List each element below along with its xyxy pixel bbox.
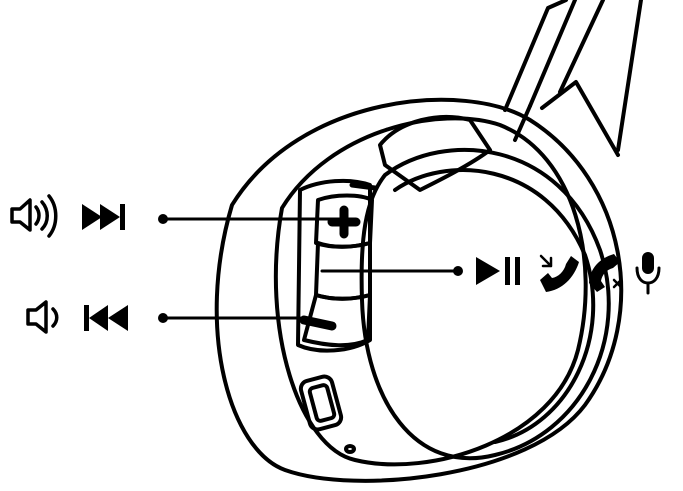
plus-icon — [327, 205, 361, 239]
volume-up-icon — [10, 194, 58, 238]
indicator-led — [349, 182, 378, 191]
headband — [503, 0, 643, 157]
previous-track-icon — [84, 305, 128, 331]
plate-inner-rim — [393, 168, 596, 444]
volume-down-button[interactable] — [299, 293, 372, 348]
minus-icon — [299, 315, 337, 331]
end-call-icon — [589, 254, 623, 292]
earcup-plate — [359, 148, 611, 461]
hinge-cap — [378, 115, 492, 192]
play-pause-icon — [476, 257, 520, 285]
next-track-icon — [82, 204, 125, 230]
volume-down-icon — [26, 300, 59, 334]
callout-volume-up — [158, 214, 344, 224]
microphone-icon — [635, 252, 661, 295]
answer-call-icon — [539, 254, 579, 292]
lower-switch[interactable] — [298, 374, 344, 432]
callout-multifunction — [320, 266, 463, 276]
mic-hole — [344, 444, 356, 454]
callout-volume-down — [158, 313, 302, 323]
earcup-shell — [214, 97, 624, 483]
